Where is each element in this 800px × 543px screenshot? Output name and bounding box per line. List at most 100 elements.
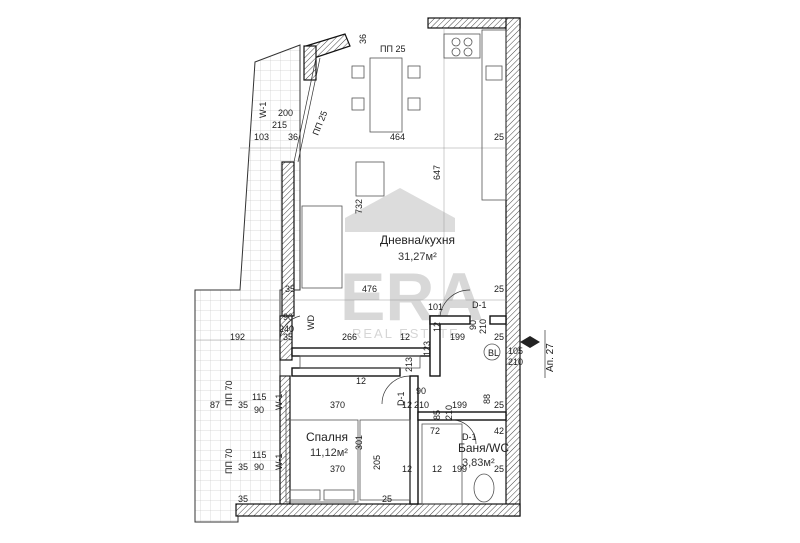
- reference-grid: [196, 28, 506, 341]
- furniture: [285, 29, 507, 505]
- dim: 90: [283, 312, 293, 322]
- dim: 199: [452, 464, 467, 474]
- dim: 476: [362, 284, 377, 294]
- bedroom-closet: [299, 355, 421, 369]
- dim: 87: [210, 400, 220, 410]
- door-wd: [279, 315, 301, 341]
- dim: 199: [450, 332, 465, 342]
- room-living-area: 31,27м²: [398, 251, 437, 263]
- label-pp70-b: ПП 70: [224, 449, 234, 474]
- label-wd: WD: [306, 315, 316, 330]
- dim: 240: [279, 324, 294, 334]
- door-d1-a: [439, 289, 471, 317]
- dining-table: [369, 57, 403, 133]
- dim: 370: [330, 400, 345, 410]
- walls: [235, 17, 521, 517]
- dim: 25: [494, 400, 504, 410]
- dim: 35: [238, 494, 248, 504]
- dim: 210: [478, 319, 488, 334]
- label-w1-b: W-1: [274, 394, 284, 410]
- dim: 199: [452, 400, 467, 410]
- label-d1-c: D-1: [462, 432, 477, 442]
- dim: 90: [468, 320, 478, 330]
- label-pp25-b: ПП 25: [311, 109, 330, 136]
- dim: 25: [494, 132, 504, 142]
- shower: [421, 423, 463, 505]
- dim: 90: [254, 405, 264, 415]
- label-w1-a: W-1: [258, 102, 268, 118]
- dimensions: 36 200 215 103 36 464 25 647 732 35 476 …: [210, 34, 523, 504]
- label-pp70-a: ПП 70: [224, 381, 234, 406]
- label-bl: BL: [488, 348, 499, 358]
- sofa: [301, 205, 343, 289]
- dim: 35: [283, 332, 293, 342]
- apartment-tag: Ап. 27: [545, 343, 556, 372]
- dim: 25: [494, 332, 504, 342]
- dim: 205: [372, 455, 382, 470]
- bl-closet: [483, 343, 501, 361]
- dim: 192: [230, 332, 245, 342]
- dim: 90: [416, 386, 426, 396]
- dim: 215: [272, 120, 287, 130]
- toilet: [473, 473, 495, 503]
- dim: 123: [422, 341, 432, 356]
- dim: 732: [354, 199, 364, 214]
- dim: 35: [285, 284, 295, 294]
- dim: 115: [252, 450, 266, 460]
- sink: [485, 65, 503, 81]
- partition-bath-top: [417, 411, 507, 421]
- label-d1-a: D-1: [472, 300, 487, 310]
- partition-wardrobe: [291, 367, 401, 377]
- dim: 25: [382, 494, 392, 504]
- dim: 370: [330, 464, 345, 474]
- door-d1-c: [451, 419, 477, 445]
- partition-corridor-top: [429, 315, 471, 325]
- room-bedroom-name: Спалня: [306, 430, 348, 444]
- dim: 35: [238, 400, 248, 410]
- dim: 213: [404, 357, 414, 372]
- wall-pillar: [303, 45, 317, 81]
- armchair: [355, 161, 385, 197]
- dim: 12: [432, 322, 442, 332]
- dim: 25: [494, 284, 504, 294]
- dim: 12: [402, 400, 412, 410]
- doors: [279, 289, 501, 445]
- dim: 35: [238, 462, 248, 472]
- room-living-name: Дневна/кухня: [380, 233, 455, 247]
- dim: 12: [400, 332, 410, 342]
- label-d1-b: D-1: [396, 391, 406, 406]
- dim: 36: [358, 34, 368, 44]
- dim: 105: [508, 346, 523, 356]
- room-bedroom-area: 11,12м²: [310, 447, 348, 459]
- entry-marker: [520, 330, 546, 378]
- door-d1-b: [381, 375, 411, 405]
- dim: 210: [414, 400, 429, 410]
- dim: 90: [254, 462, 264, 472]
- dim: 12: [432, 464, 442, 474]
- dim: 115: [252, 392, 266, 402]
- label-pp25-a: ПП 25: [380, 44, 405, 54]
- dim: 101: [428, 302, 443, 312]
- room-bath-area: 3,83м²: [462, 457, 495, 469]
- bed: [285, 419, 359, 503]
- room-bath-name: Баня/WC: [458, 441, 509, 455]
- dim: 464: [390, 132, 405, 142]
- dim: 42: [494, 426, 504, 436]
- dim: 88: [482, 394, 492, 404]
- dim: 301: [354, 435, 364, 450]
- wall-bottom: [235, 503, 521, 517]
- dim: 103: [254, 132, 269, 142]
- label-w1-c: W-1: [274, 454, 284, 470]
- kitchen-counter: [481, 29, 507, 201]
- stove: [443, 33, 481, 59]
- dim: 210: [444, 405, 454, 420]
- dim: 266: [342, 332, 357, 342]
- dim: 72: [430, 426, 440, 436]
- dim: 200: [278, 108, 293, 118]
- partition-living-bedroom: [291, 347, 431, 357]
- dim: 647: [432, 165, 442, 180]
- dim: 210: [508, 357, 523, 367]
- dim: 12: [402, 464, 412, 474]
